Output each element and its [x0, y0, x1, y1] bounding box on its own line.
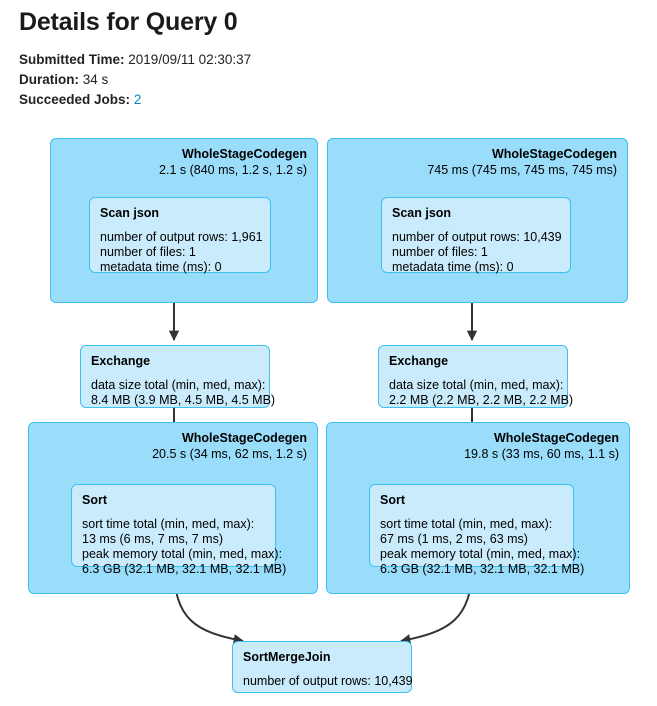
node-metrics: number of output rows: 1,961 number of f… [100, 230, 263, 274]
duration-value: 34 s [82, 72, 109, 87]
node-exchange-left[interactable]: Exchange data size total (min, med, max)… [80, 345, 276, 408]
node-title: Exchange [91, 354, 151, 368]
node-metrics: data size total (min, med, max): 8.4 MB … [91, 378, 276, 407]
node-metrics: sort time total (min, med, max): 67 ms (… [380, 517, 585, 576]
cluster-label: WholeStageCodegen 2.1 s (840 ms, 1.2 s, … [159, 146, 307, 178]
node-metrics: sort time total (min, med, max): 13 ms (… [82, 517, 287, 576]
node-sort-right[interactable]: Sort sort time total (min, med, max): 67… [369, 484, 584, 576]
node-title: SortMergeJoin [243, 650, 331, 664]
cluster-name: WholeStageCodegen [181, 147, 307, 161]
node-title: Sort [380, 493, 405, 507]
node-metrics: number of output rows: 10,439 number of … [392, 230, 562, 274]
cluster-metric: 745 ms (745 ms, 745 ms, 745 ms) [427, 163, 617, 177]
node-title: Sort [82, 493, 107, 507]
node-metrics: number of output rows: 10,439 [243, 674, 413, 688]
cluster-label: WholeStageCodegen 745 ms (745 ms, 745 ms… [427, 146, 617, 178]
node-sortmergejoin[interactable]: SortMergeJoin number of output rows: 10,… [232, 641, 413, 693]
cluster-name: WholeStageCodegen [181, 431, 307, 445]
cluster-wholestagecodegen-bottom-right[interactable]: WholeStageCodegen 19.8 s (33 ms, 60 ms, … [326, 422, 630, 594]
cluster-label: WholeStageCodegen 19.8 s (33 ms, 60 ms, … [464, 430, 619, 462]
node-exchange-right[interactable]: Exchange data size total (min, med, max)… [378, 345, 574, 408]
node-sort-left[interactable]: Sort sort time total (min, med, max): 13… [71, 484, 286, 576]
cluster-wholestagecodegen-top-right[interactable]: WholeStageCodegen 745 ms (745 ms, 745 ms… [327, 138, 628, 303]
submitted-time-row: Submitted Time: 2019/09/11 02:30:37 [19, 51, 251, 69]
node-metrics: data size total (min, med, max): 2.2 MB … [389, 378, 574, 407]
duration-label: Duration: [19, 72, 79, 87]
cluster-metric: 2.1 s (840 ms, 1.2 s, 1.2 s) [159, 163, 307, 177]
succeeded-jobs-row: Succeeded Jobs: 2 [19, 91, 141, 109]
submitted-time-value: 2019/09/11 02:30:37 [128, 52, 252, 67]
cluster-metric: 20.5 s (34 ms, 62 ms, 1.2 s) [152, 447, 307, 461]
cluster-name: WholeStageCodegen [491, 147, 617, 161]
succeeded-jobs-label: Succeeded Jobs: [19, 92, 131, 107]
node-scan-json-left[interactable]: Scan json number of output rows: 1,961 n… [89, 197, 271, 274]
node-scan-json-right[interactable]: Scan json number of output rows: 10,439 … [381, 197, 571, 274]
cluster-metric: 19.8 s (33 ms, 60 ms, 1.1 s) [464, 447, 619, 461]
page-title: Details for Query 0 [19, 8, 238, 36]
node-title: Exchange [389, 354, 449, 368]
submitted-time-label: Submitted Time: [19, 52, 125, 67]
cluster-label: WholeStageCodegen 20.5 s (34 ms, 62 ms, … [152, 430, 307, 462]
cluster-wholestagecodegen-top-left[interactable]: WholeStageCodegen 2.1 s (840 ms, 1.2 s, … [50, 138, 318, 303]
succeeded-jobs-link[interactable]: 2 [133, 92, 142, 107]
cluster-wholestagecodegen-bottom-left[interactable]: WholeStageCodegen 20.5 s (34 ms, 62 ms, … [28, 422, 318, 594]
node-title: Scan json [100, 206, 160, 220]
cluster-name: WholeStageCodegen [493, 431, 619, 445]
node-title: Scan json [392, 206, 452, 220]
duration-row: Duration: 34 s [19, 71, 108, 89]
